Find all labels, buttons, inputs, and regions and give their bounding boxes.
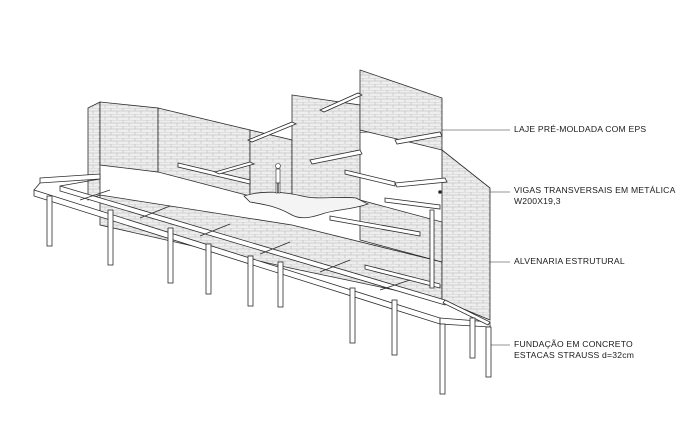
foundation-frame: [33, 173, 491, 328]
beam-low-3: [364, 264, 441, 289]
label-vigas: VIGAS TRANSVERSAIS EM METÁLICA W200X19,3: [514, 185, 676, 207]
label-vigas-line-1: VIGAS TRANSVERSAIS EM METÁLICA: [514, 185, 676, 195]
leader-vigas-dot: [438, 190, 442, 194]
label-fundacao-line-1: FUNDAÇÃO EM CONCRETO: [514, 339, 633, 349]
beam-mid-1: [177, 162, 251, 185]
wall-back-2: [157, 107, 251, 197]
label-fundacao-line-2: ESTACAS STRAUSS d=32cm: [514, 350, 635, 360]
beam-low-2: [384, 197, 441, 210]
strauss-piles: [46, 195, 492, 395]
wall-back-1: [99, 101, 159, 173]
human-figure: [275, 163, 281, 194]
beam-mid-5: [394, 177, 448, 188]
beam-top-1: [247, 121, 297, 143]
label-laje: LAJE PRÉ-MOLDADA COM EPS: [514, 124, 646, 135]
beam-vert-1: [429, 209, 435, 289]
beam-low-1: [329, 215, 421, 237]
wall-tall-1: [291, 94, 361, 207]
steel-beams: [177, 92, 448, 289]
label-alvenaria-line-1: ALVENARIA ESTRUTURAL: [514, 256, 625, 266]
label-fundacao: FUNDAÇÃO EM CONCRETO ESTACAS STRAUSS d=3…: [514, 339, 634, 361]
beam-mid-3: [309, 149, 363, 165]
wall-right-tall: [441, 149, 491, 321]
label-alvenaria: ALVENARIA ESTRUTURAL: [514, 256, 625, 267]
wall-left-end: [87, 101, 101, 201]
precast-slab: [243, 191, 370, 219]
label-laje-line-1: LAJE PRÉ-MOLDADA COM EPS: [514, 124, 647, 134]
foundation-beam-inner: [59, 185, 446, 306]
beam-top-3: [394, 131, 443, 145]
beam-mid-2: [213, 161, 256, 175]
label-vigas-line-2: W200X19,3: [514, 196, 561, 206]
beam-mid-4: [344, 169, 396, 187]
foundation-beam-rear-right: [442, 299, 491, 326]
beam-top-2: [319, 92, 363, 113]
